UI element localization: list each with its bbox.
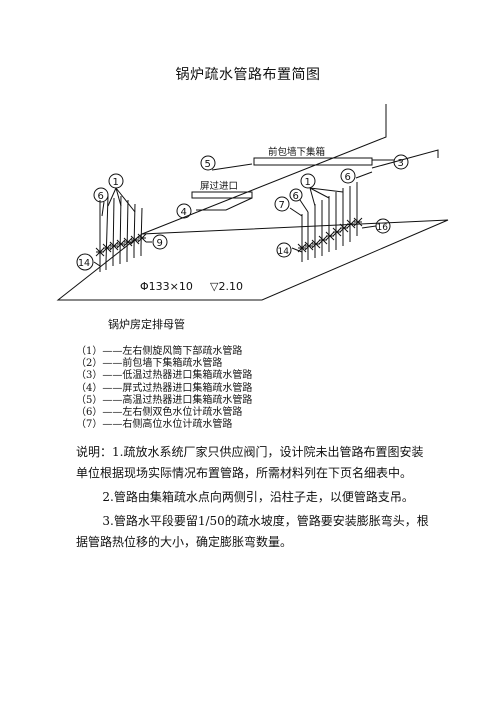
note-1: 说明：1.疏放水系统厂家只供应阀门，设计院未出管路布置图安装单位根据现场实际情况… (76, 445, 424, 480)
note-3: 3.管路水平段要留1/50的疏水坡度，管路要安装膨胀弯头，根据管路热位移的大小，… (76, 514, 429, 549)
svg-text:16: 16 (377, 223, 389, 233)
legend-item: （3）——低温过热器进口集箱疏水管路 (76, 370, 253, 382)
legend-list: （1）——左右侧旋风筒下部疏水管路 （2）——前包墙下集箱疏水管路 （3）——低… (76, 346, 252, 431)
panel-inlet-label: 屏过进口 (200, 180, 238, 192)
svg-text:5: 5 (205, 159, 211, 170)
diagram-caption: 锅炉房定排母管 (108, 318, 185, 331)
svg-text:7: 7 (279, 200, 285, 211)
svg-text:9: 9 (157, 238, 163, 249)
blowdown-header-platform (56, 219, 449, 301)
legend-item: （5）——高温过热器进口集箱疏水管路 (76, 394, 253, 406)
front-wall-header-box (253, 157, 373, 166)
front-wall-header-label: 前包墙下集箱 (268, 146, 325, 158)
note-2: 2.管路由集箱疏水点向两侧引，沿柱子走，以便管路支吊。 (102, 490, 414, 504)
svg-text:1: 1 (305, 177, 311, 188)
svg-text:6: 6 (98, 191, 104, 202)
left-drain-group (93, 187, 152, 272)
callout-markers: 1 1 3 4 5 6 6 7 9 14 14 16 6 (76, 154, 409, 271)
notes-section: 说明：1.疏放水系统厂家只供应阀门，设计院未出管路布置图安装单位根据现场实际情况… (76, 442, 430, 553)
panel-inlet-header-box (191, 191, 253, 199)
page-title: 锅炉疏水管路布置简图 (175, 67, 321, 83)
upper-pipe-run (141, 104, 387, 235)
legend-item: （1）——左右侧旋风筒下部疏水管路 (76, 346, 243, 357)
legend-item: （6）——左右侧双色水位计疏水管路 (76, 407, 243, 419)
callout-16-leader (361, 225, 377, 229)
svg-text:14: 14 (278, 247, 290, 257)
svg-text:6: 6 (293, 191, 299, 202)
callout-6b-leader (355, 171, 373, 179)
callout-14-leader-right (291, 247, 303, 253)
legend-item: （2）——前包墙下集箱疏水管路 (76, 358, 223, 370)
legend-item: （7）——右侧高位水位计疏水管路 (76, 419, 233, 431)
callout-5-leader (211, 163, 253, 171)
svg-text:1: 1 (113, 177, 119, 188)
svg-text:14: 14 (78, 258, 90, 269)
callout-14-leader-left (93, 261, 101, 267)
upper-right-line (371, 149, 439, 169)
panel-inlet-leader (196, 197, 253, 211)
callout-6-right-number: 6 (345, 172, 351, 183)
svg-text:3: 3 (398, 158, 404, 169)
svg-text:4: 4 (181, 207, 187, 218)
legend-item: （4）——屏式过热器进口集箱疏水管路 (76, 382, 253, 394)
right-drain-group (289, 182, 377, 262)
elevation-label: ▽2.10 (210, 280, 243, 293)
pipe-size-label: Φ133×10 (140, 280, 193, 293)
